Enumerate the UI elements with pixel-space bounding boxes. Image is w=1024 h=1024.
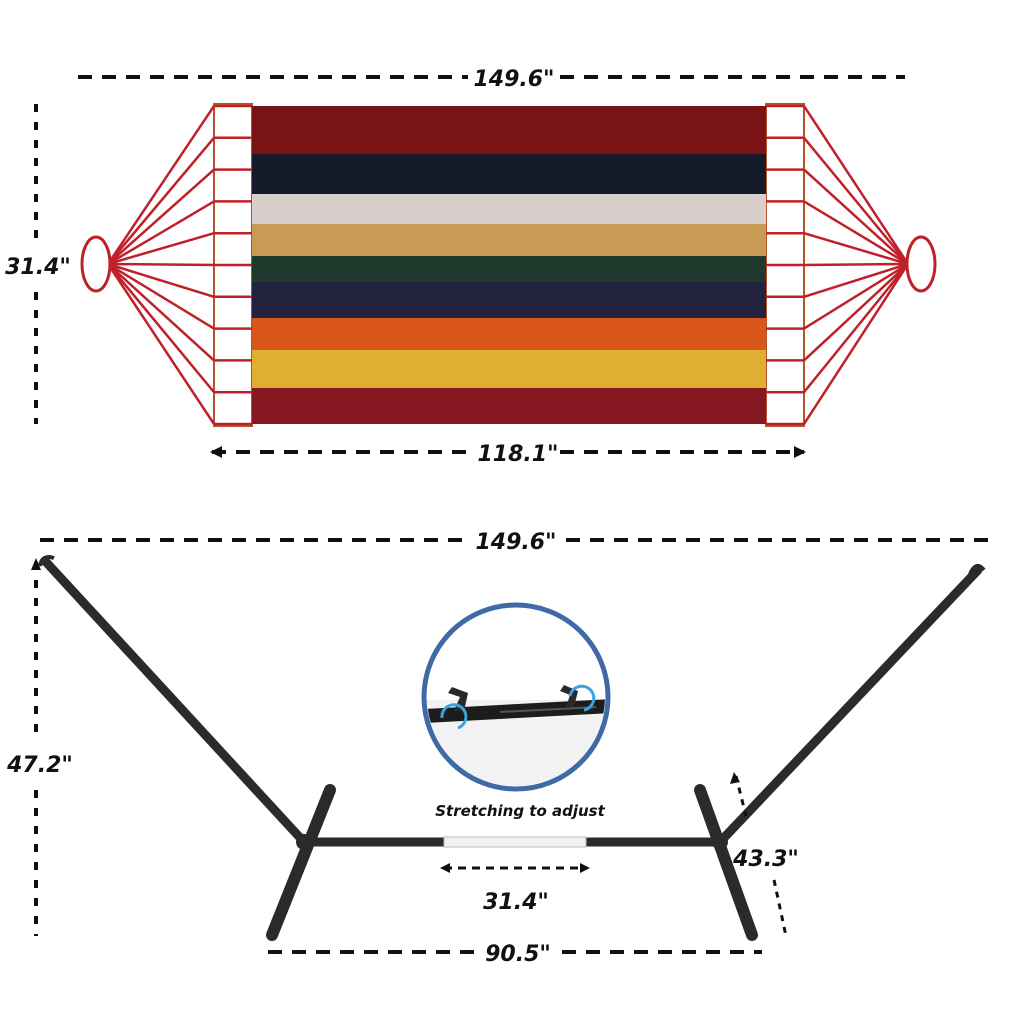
stand-adjust-span-label: 31.4" xyxy=(483,890,549,915)
rotate-arrow-right-icon xyxy=(568,684,596,712)
rope-line xyxy=(107,262,215,298)
fabric-stripe xyxy=(252,224,766,256)
fabric-stripe xyxy=(252,350,766,388)
left-end-ring xyxy=(80,235,112,293)
stand-leg-label: 43.3" xyxy=(732,847,799,872)
fabric-stripe xyxy=(252,256,766,282)
hammock-bed-length-label: 118.1" xyxy=(477,442,558,467)
rope-line xyxy=(803,137,909,265)
fabric-stripe xyxy=(252,194,766,224)
rope-line xyxy=(803,262,909,298)
stand-leg-dimension: 43.3" xyxy=(730,772,799,937)
stand-overall-length-label: 149.6" xyxy=(475,530,556,555)
stand-base-length-label: 90.5" xyxy=(485,942,551,967)
rope-line xyxy=(107,263,215,393)
hammock-width-dimension: 31.4" xyxy=(5,104,71,424)
rope-line xyxy=(803,200,909,266)
right-end-ring xyxy=(905,235,937,293)
hammock-width-label: 31.4" xyxy=(5,255,71,280)
rope-line xyxy=(803,262,909,267)
rope-line xyxy=(803,262,909,330)
rope-line xyxy=(107,136,215,265)
stand-overall-length-dimension: 149.6" xyxy=(40,530,988,555)
rope-line xyxy=(106,105,216,265)
rope-line xyxy=(106,263,216,425)
rotate-arrow-left-icon xyxy=(440,703,468,730)
rope-line xyxy=(803,168,909,265)
left-junction xyxy=(296,834,312,850)
left-knob-icon xyxy=(448,687,468,711)
hammock-fabric-bed xyxy=(252,106,766,424)
right-arm xyxy=(715,565,983,847)
right-junction xyxy=(712,834,728,850)
hammock-overall-length-label: 149.6" xyxy=(473,67,554,92)
hammock-bed-length-dimension: 118.1" xyxy=(210,442,806,467)
stand-height-label: 47.2" xyxy=(6,753,73,778)
fabric-stripe xyxy=(252,154,766,194)
left-hook xyxy=(38,555,55,567)
left-rope-fan xyxy=(106,104,252,426)
fabric-stripe xyxy=(252,388,766,424)
rope-line xyxy=(107,168,215,265)
stand-base-length-dimension: 90.5" xyxy=(268,942,762,967)
left-rear-foot xyxy=(266,784,336,941)
stand-frame xyxy=(38,555,986,941)
rope-line xyxy=(107,262,215,267)
right-rope-fan xyxy=(766,104,910,426)
rope-line xyxy=(802,105,910,265)
fabric-stripe xyxy=(252,318,766,350)
left-arm xyxy=(41,557,309,847)
rope-line xyxy=(803,263,909,362)
rope-line xyxy=(107,262,215,330)
right-rear-foot xyxy=(694,784,758,941)
rope-line xyxy=(107,263,215,362)
rope-line xyxy=(803,232,909,266)
rope-line xyxy=(107,200,215,266)
rope-line xyxy=(803,263,909,393)
stand-adjust-span-dimension: 31.4" xyxy=(440,863,590,915)
adjustment-detail-inset: Stretching to adjust xyxy=(421,602,611,820)
stand-diagram: 149.6" 47.2" xyxy=(6,530,988,967)
stand-height-dimension: 47.2" xyxy=(6,558,73,936)
inset-caption: Stretching to adjust xyxy=(435,802,605,820)
rope-line xyxy=(107,231,215,266)
adjustable-sleeve xyxy=(443,836,587,848)
fabric-stripe xyxy=(252,282,766,318)
hammock-diagram: 149.6" 31.4" xyxy=(5,67,937,467)
hammock-overall-length-dimension: 149.6" xyxy=(78,67,905,92)
rope-line xyxy=(802,263,910,425)
right-hook xyxy=(968,563,986,575)
fabric-stripe xyxy=(252,106,766,154)
